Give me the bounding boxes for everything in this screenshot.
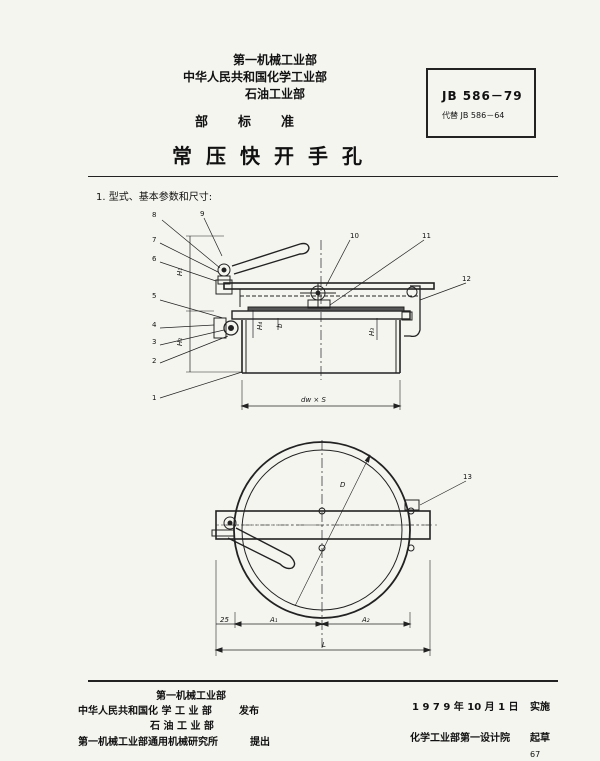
callout-2: 2 [152,357,156,365]
footer-issue: 发布 [239,706,259,717]
dim-25: 25 [220,616,229,624]
footer-propose: 提出 [250,737,270,748]
footer-ministry-3: 石 油 工 业 部 [150,721,214,732]
dim-b: b [276,323,284,328]
footer-drafter: 化学工业部第一设计院 [410,733,510,744]
callout-numbers: 8 9 7 6 5 4 3 2 1 10 11 12 13 [152,210,472,481]
dim-h3: H₃ [368,328,376,336]
dim-h4: H₄ [256,322,264,330]
ministry-1: 第一机械工业部 [232,53,317,67]
footer-divider [88,680,558,682]
dim-d: D [340,481,346,489]
callout-4: 4 [152,321,157,329]
callout-9: 9 [200,210,204,218]
standard-label: 部标准 [195,115,325,130]
footer-effective: 实施 [530,702,550,713]
footer-ministry-1: 第一机械工业部 [156,691,226,702]
dim-h1: H₁ [176,268,184,276]
callout-leaders [159,217,467,506]
standard-code-box: JB 586－79 代替 JB 586－64 [426,68,536,138]
ministry-3: 石油工业部 [244,87,305,101]
callout-10: 10 [350,232,359,240]
footer-proposer: 第一机械工业部通用机械研究所 [78,737,218,748]
section-heading: 1. 型式、基本参数和尺寸: [96,192,213,203]
callout-7: 7 [152,236,156,244]
callout-12: 12 [462,275,471,283]
ministry-2: 中华人民共和国化学工业部 [182,70,327,84]
side-view [186,235,435,410]
footer-ministry-2: 中华人民共和国化 学 工 业 部 [78,706,212,717]
callout-1: 1 [152,394,156,402]
callout-11: 11 [422,232,431,240]
dim-a2: A₂ [361,616,370,624]
dim-h2: H₂ [176,338,184,346]
callout-5: 5 [152,292,156,300]
header-divider [88,176,558,177]
header-ministries: 第一机械工业部 中华人民共和国化学工业部 石油工业部 [150,52,360,103]
callout-13: 13 [463,473,472,481]
dim-a1: A₁ [269,616,278,624]
footer-draft: 起草 [530,733,550,744]
replaces-code: 代替 JB 586－64 [442,111,505,120]
dimension-labels: H₁ H₂ H₄ b H₃ dw × S D 25 A₁ A₂ L [176,268,376,649]
callout-8: 8 [152,211,156,219]
footer-date: 1 9 7 9 年 10 月 1 日 [412,702,519,713]
page-title: 常压快开手孔 [172,144,376,168]
dim-dw-s: dw × S [301,396,326,404]
plan-view [211,440,440,656]
standard-code: JB 586－79 [442,89,523,103]
dim-l: L [322,641,326,649]
callout-3: 3 [152,338,156,346]
page-number: 67 [530,750,541,759]
callout-6: 6 [152,255,157,263]
